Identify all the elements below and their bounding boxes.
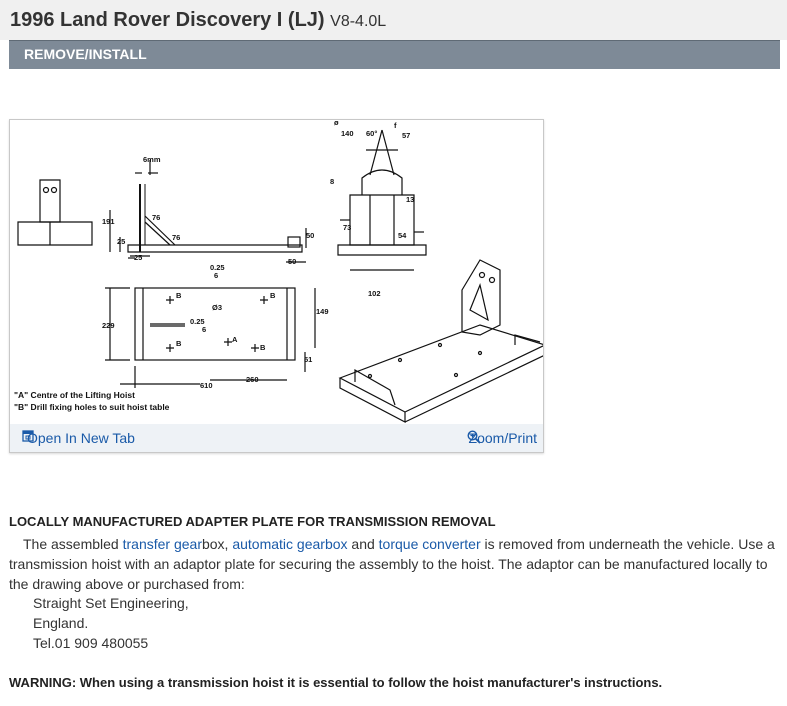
title-bar: 1996 Land Rover Discovery I (LJ) V8-4.0L: [0, 0, 787, 40]
label-610: 610: [200, 381, 213, 390]
label-6b: 6: [202, 325, 206, 334]
label-25a: 25: [117, 237, 125, 246]
label-25b: 25: [134, 253, 142, 262]
open-new-tab-label: Open In New Tab: [27, 430, 135, 446]
label-b3: B: [176, 339, 182, 348]
page-title: 1996 Land Rover Discovery I (LJ) V8-4.0L: [10, 9, 386, 32]
address-line-1: Straight Set Engineering,: [33, 595, 189, 611]
label-60deg: 60°: [366, 129, 377, 138]
label-b4: B: [260, 343, 266, 352]
label-b2: B: [270, 291, 276, 300]
label-73: 73: [343, 223, 351, 232]
label-8: 8: [330, 177, 334, 186]
transfer-gearbox-link[interactable]: transfer gear: [122, 536, 202, 552]
label-76a: 76: [152, 213, 160, 222]
figure-card: 6mm 191 76 76 25 25 50 50 0.25 6 229 B B…: [9, 119, 544, 453]
label-149: 149: [316, 307, 329, 316]
para-text-4: is removed from underneath the vehicle. …: [9, 536, 775, 592]
label-025: 0.25: [210, 263, 225, 272]
para-text-3: and: [347, 536, 379, 552]
automatic-gearbox-link[interactable]: automatic gearbox: [232, 536, 348, 552]
label-b1: B: [176, 291, 182, 300]
para-text-2: box,: [201, 536, 233, 552]
procedure-heading: LOCALLY MANUFACTURED ADAPTER PLATE FOR T…: [9, 514, 496, 529]
label-51: 51: [304, 355, 312, 364]
label-102: 102: [368, 289, 381, 298]
label-f: f: [394, 121, 397, 130]
procedure-paragraph: The assembled transfer gearbox, automati…: [9, 534, 777, 594]
label-6mm: 6mm: [143, 155, 161, 164]
label-260: 260: [246, 375, 259, 384]
adapter-plate-drawing: 6mm 191 76 76 25 25 50 50 0.25 6 229 B B…: [14, 120, 543, 423]
address-line-2: England.: [33, 615, 89, 631]
section-header: REMOVE/INSTALL: [9, 40, 780, 69]
label-phi: ø: [334, 120, 339, 127]
engine-subtitle: V8-4.0L: [330, 13, 387, 30]
warning-text: WARNING: When using a transmission hoist…: [9, 675, 663, 690]
label-50b: 50: [288, 257, 296, 266]
figure-footer: Open In New Tab Zoom/Print: [10, 424, 543, 452]
label-phi3: Ø3: [212, 303, 222, 312]
note-a: "A" Centre of the Lifting Hoist: [14, 390, 135, 400]
label-6: 6: [214, 271, 218, 280]
label-13: 13: [406, 195, 414, 204]
para-text-1: The assembled: [23, 536, 123, 552]
label-a: A: [232, 335, 238, 344]
label-50a: 50: [306, 231, 314, 240]
zoom-print-label: Zoom/Print: [468, 430, 537, 446]
label-76b: 76: [172, 233, 180, 242]
label-229: 229: [102, 321, 115, 330]
label-54: 54: [398, 231, 407, 240]
section-label: REMOVE/INSTALL: [24, 46, 147, 62]
label-57: 57: [402, 131, 410, 140]
label-140: 140: [341, 129, 354, 138]
label-191: 191: [102, 217, 115, 226]
open-new-tab-link[interactable]: Open In New Tab: [22, 430, 135, 446]
address-line-3: Tel.01 909 480055: [33, 635, 149, 651]
label-025b: 0.25: [190, 317, 205, 326]
note-b: "B" Drill fixing holes to suit hoist tab…: [14, 402, 170, 412]
torque-converter-link[interactable]: torque converter: [378, 536, 481, 552]
zoom-print-link[interactable]: Zoom/Print: [467, 430, 537, 446]
vehicle-title: 1996 Land Rover Discovery I (LJ): [10, 9, 325, 31]
